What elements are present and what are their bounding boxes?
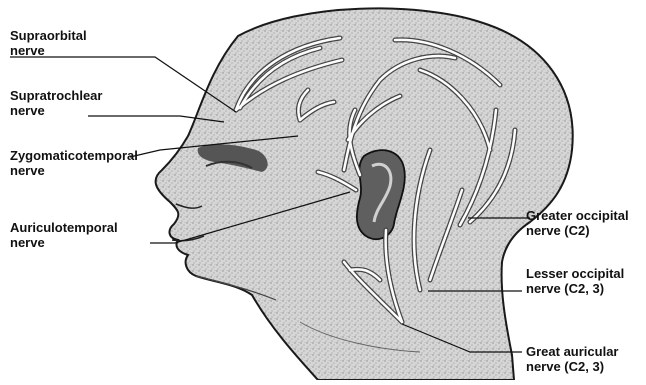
label-line-2: nerve xyxy=(10,103,102,118)
label-line-2: nerve xyxy=(10,163,138,178)
label-line-2: nerve (C2, 3) xyxy=(526,281,624,296)
label-line-1: Supraorbital xyxy=(10,28,87,43)
label-supraorbital-nerve: Supraorbital nerve xyxy=(10,28,87,58)
label-line-1: Lesser occipital xyxy=(526,266,624,281)
label-line-1: Greater occipital xyxy=(526,208,629,223)
label-line-2: nerve xyxy=(10,235,118,250)
label-line-1: Supratrochlear xyxy=(10,88,102,103)
label-supratrochlear-nerve: Supratrochlear nerve xyxy=(10,88,102,118)
label-greater-occipital-nerve: Greater occipital nerve (C2) xyxy=(526,208,629,238)
label-line-1: Auriculotemporal xyxy=(10,220,118,235)
label-lesser-occipital-nerve: Lesser occipital nerve (C2, 3) xyxy=(526,266,624,296)
label-line-2: nerve xyxy=(10,43,87,58)
label-zygomaticotemporal-nerve: Zygomaticotemporal nerve xyxy=(10,148,138,178)
label-line-2: nerve (C2, 3) xyxy=(526,359,619,374)
label-line-1: Zygomaticotemporal xyxy=(10,148,138,163)
label-line-1: Great auricular xyxy=(526,344,619,359)
label-line-2: nerve (C2) xyxy=(526,223,629,238)
label-great-auricular-nerve: Great auricular nerve (C2, 3) xyxy=(526,344,619,374)
label-auriculotemporal-nerve: Auriculotemporal nerve xyxy=(10,220,118,250)
